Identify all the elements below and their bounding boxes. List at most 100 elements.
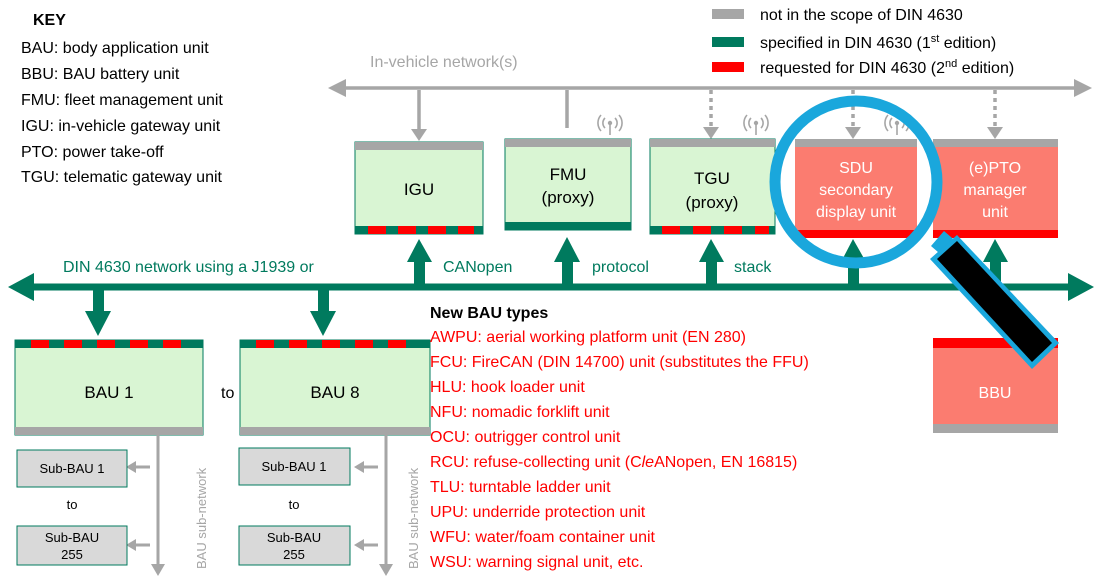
legend-swatch-gray [712, 9, 744, 19]
arrow-down-icon [411, 129, 427, 141]
din-4630-network: DIN 4630 network using a J1939 or CANope… [8, 237, 1094, 336]
tgu-box[interactable]: TGU (proxy) [649, 138, 776, 235]
arrow-down-icon [987, 127, 1003, 139]
bau8-label: BAU 8 [310, 383, 359, 402]
arrow-up-icon [841, 239, 866, 262]
in-vehicle-network: In-vehicle network(s) [328, 54, 1092, 141]
pto-label-line3: unit [982, 204, 1008, 221]
arrow-left-icon [8, 273, 34, 301]
in-vehicle-network-label: In-vehicle network(s) [370, 54, 518, 71]
list-item: FCU: FireCAN (DIN 14700) unit (substitut… [430, 354, 809, 371]
sub-bau-range-to: to [67, 497, 78, 512]
legend-swatch-green [712, 37, 744, 47]
arrow-left-icon [126, 461, 136, 473]
arrow-down-icon [310, 311, 336, 336]
arrow-up-icon [407, 239, 432, 262]
legend-swatch-red [712, 62, 744, 72]
list-item: TLU: turntable ladder unit [430, 479, 611, 496]
arrow-down-icon [703, 127, 719, 139]
legend-label-red: requested for DIN 4630 (2nd edition) [760, 58, 1014, 77]
key-title: KEY [33, 12, 66, 29]
key-line: IGU: in-vehicle gateway unit [21, 118, 221, 135]
new-bau-types-title: New BAU types [430, 305, 548, 322]
arrow-left-icon [328, 79, 346, 97]
list-item: RCU: refuse-collecting unit (CleANopen, … [430, 454, 797, 471]
fmu-label: FMU [550, 165, 587, 184]
bau-sub-network-label: BAU sub-network [406, 467, 421, 569]
wireless-signal-icon [597, 114, 623, 136]
igu-bus-link [407, 239, 432, 286]
bus-label: CANopen [443, 259, 512, 276]
arrow-down-icon [85, 311, 111, 336]
bau1-label: BAU 1 [84, 383, 133, 402]
arrow-left-icon [126, 539, 136, 551]
sdu-box[interactable]: SDU secondary display unit [795, 139, 917, 238]
pto-bus-link [983, 239, 1008, 286]
fmu-bus-link [554, 237, 580, 286]
bus-label: DIN 4630 network using a J1939 or [63, 259, 314, 276]
tgu-label-proxy: (proxy) [686, 193, 739, 212]
igu-box[interactable]: IGU [354, 141, 484, 235]
bbu-box[interactable]: BBU [933, 338, 1058, 433]
sub-bau-255-label: Sub-BAU [45, 530, 99, 545]
pto-manager-box[interactable]: (e)PTO manager unit [933, 139, 1058, 238]
list-item: UPU: underride protection unit [430, 504, 646, 521]
bus-label: protocol [592, 259, 649, 276]
list-item: HLU: hook loader unit [430, 379, 585, 396]
sub-bau-255-number: 255 [283, 547, 305, 562]
bau1-bus-link [85, 289, 111, 336]
bau1-box[interactable]: BAU 1 [14, 339, 204, 436]
sub-bau-range-to: to [289, 497, 300, 512]
arrow-left-icon [354, 539, 364, 551]
list-item: OCU: outrigger control unit [430, 429, 621, 446]
legend: not in the scope of DIN 4630 specified i… [712, 7, 1014, 77]
sub-bau-255-box[interactable]: Sub-BAU 255 [238, 525, 351, 566]
key-line: TGU: telematic gateway unit [21, 169, 223, 186]
key-line: FMU: fleet management unit [21, 92, 223, 109]
sub-bau-network-8: BAU sub-network [354, 435, 421, 576]
legend-label-gray: not in the scope of DIN 4630 [760, 7, 963, 24]
sdu-label-line3: display unit [816, 204, 897, 221]
sub-bau-network-1: BAU sub-network [126, 435, 209, 576]
key-line: BBU: BAU battery unit [21, 66, 180, 83]
arrow-right-icon [1074, 79, 1092, 97]
bau8-box[interactable]: BAU 8 [239, 339, 431, 436]
sdu-label-line2: secondary [819, 182, 893, 199]
sub-bau-1-label: Sub-BAU 1 [39, 461, 104, 476]
sub-bau-255-box[interactable]: Sub-BAU 255 [16, 525, 128, 566]
bus-label: stack [734, 259, 772, 276]
bbu-label: BBU [979, 385, 1012, 402]
arrow-up-icon [554, 237, 580, 262]
list-item: WSU: warning signal unit, etc. [430, 554, 643, 571]
sdu-bus-link [841, 239, 866, 286]
pto-label: (e)PTO [969, 160, 1021, 177]
key-line: BAU: body application unit [21, 40, 209, 57]
sub-bau-1-box[interactable]: Sub-BAU 1 [16, 449, 128, 488]
tgu-bus-link [699, 239, 724, 286]
arrow-down-icon [151, 564, 165, 576]
sub-bau-1-box[interactable]: Sub-BAU 1 [238, 447, 351, 486]
magnifying-glass-icon [769, 95, 1059, 369]
arrow-right-icon [1068, 273, 1094, 301]
fmu-box[interactable]: FMU (proxy) [504, 138, 632, 231]
pto-label-line2: manager [963, 182, 1027, 199]
list-item: NFU: nomadic forklift unit [430, 404, 610, 421]
list-item: WFU: water/foam container unit [430, 529, 656, 546]
sub-bau-255-number: 255 [61, 547, 83, 562]
arrow-up-icon [699, 239, 724, 262]
legend-label-green: specified in DIN 4630 (1st edition) [760, 33, 996, 52]
arrow-down-icon [379, 564, 393, 576]
bau-sub-network-label: BAU sub-network [194, 467, 209, 569]
arrow-left-icon [354, 461, 364, 473]
igu-label: IGU [404, 180, 434, 199]
sub-bau-255-label: Sub-BAU [267, 530, 321, 545]
key-line: PTO: power take-off [21, 144, 164, 161]
arrow-up-icon [983, 239, 1008, 262]
key-panel: KEY BAU: body application unit BBU: BAU … [21, 12, 223, 186]
arrow-down-icon [845, 127, 861, 139]
fmu-label-proxy: (proxy) [542, 188, 595, 207]
wireless-signal-icon [743, 114, 769, 136]
bau8-bus-link [310, 289, 336, 336]
new-bau-types: New BAU types AWPU: aerial working platf… [430, 305, 809, 571]
